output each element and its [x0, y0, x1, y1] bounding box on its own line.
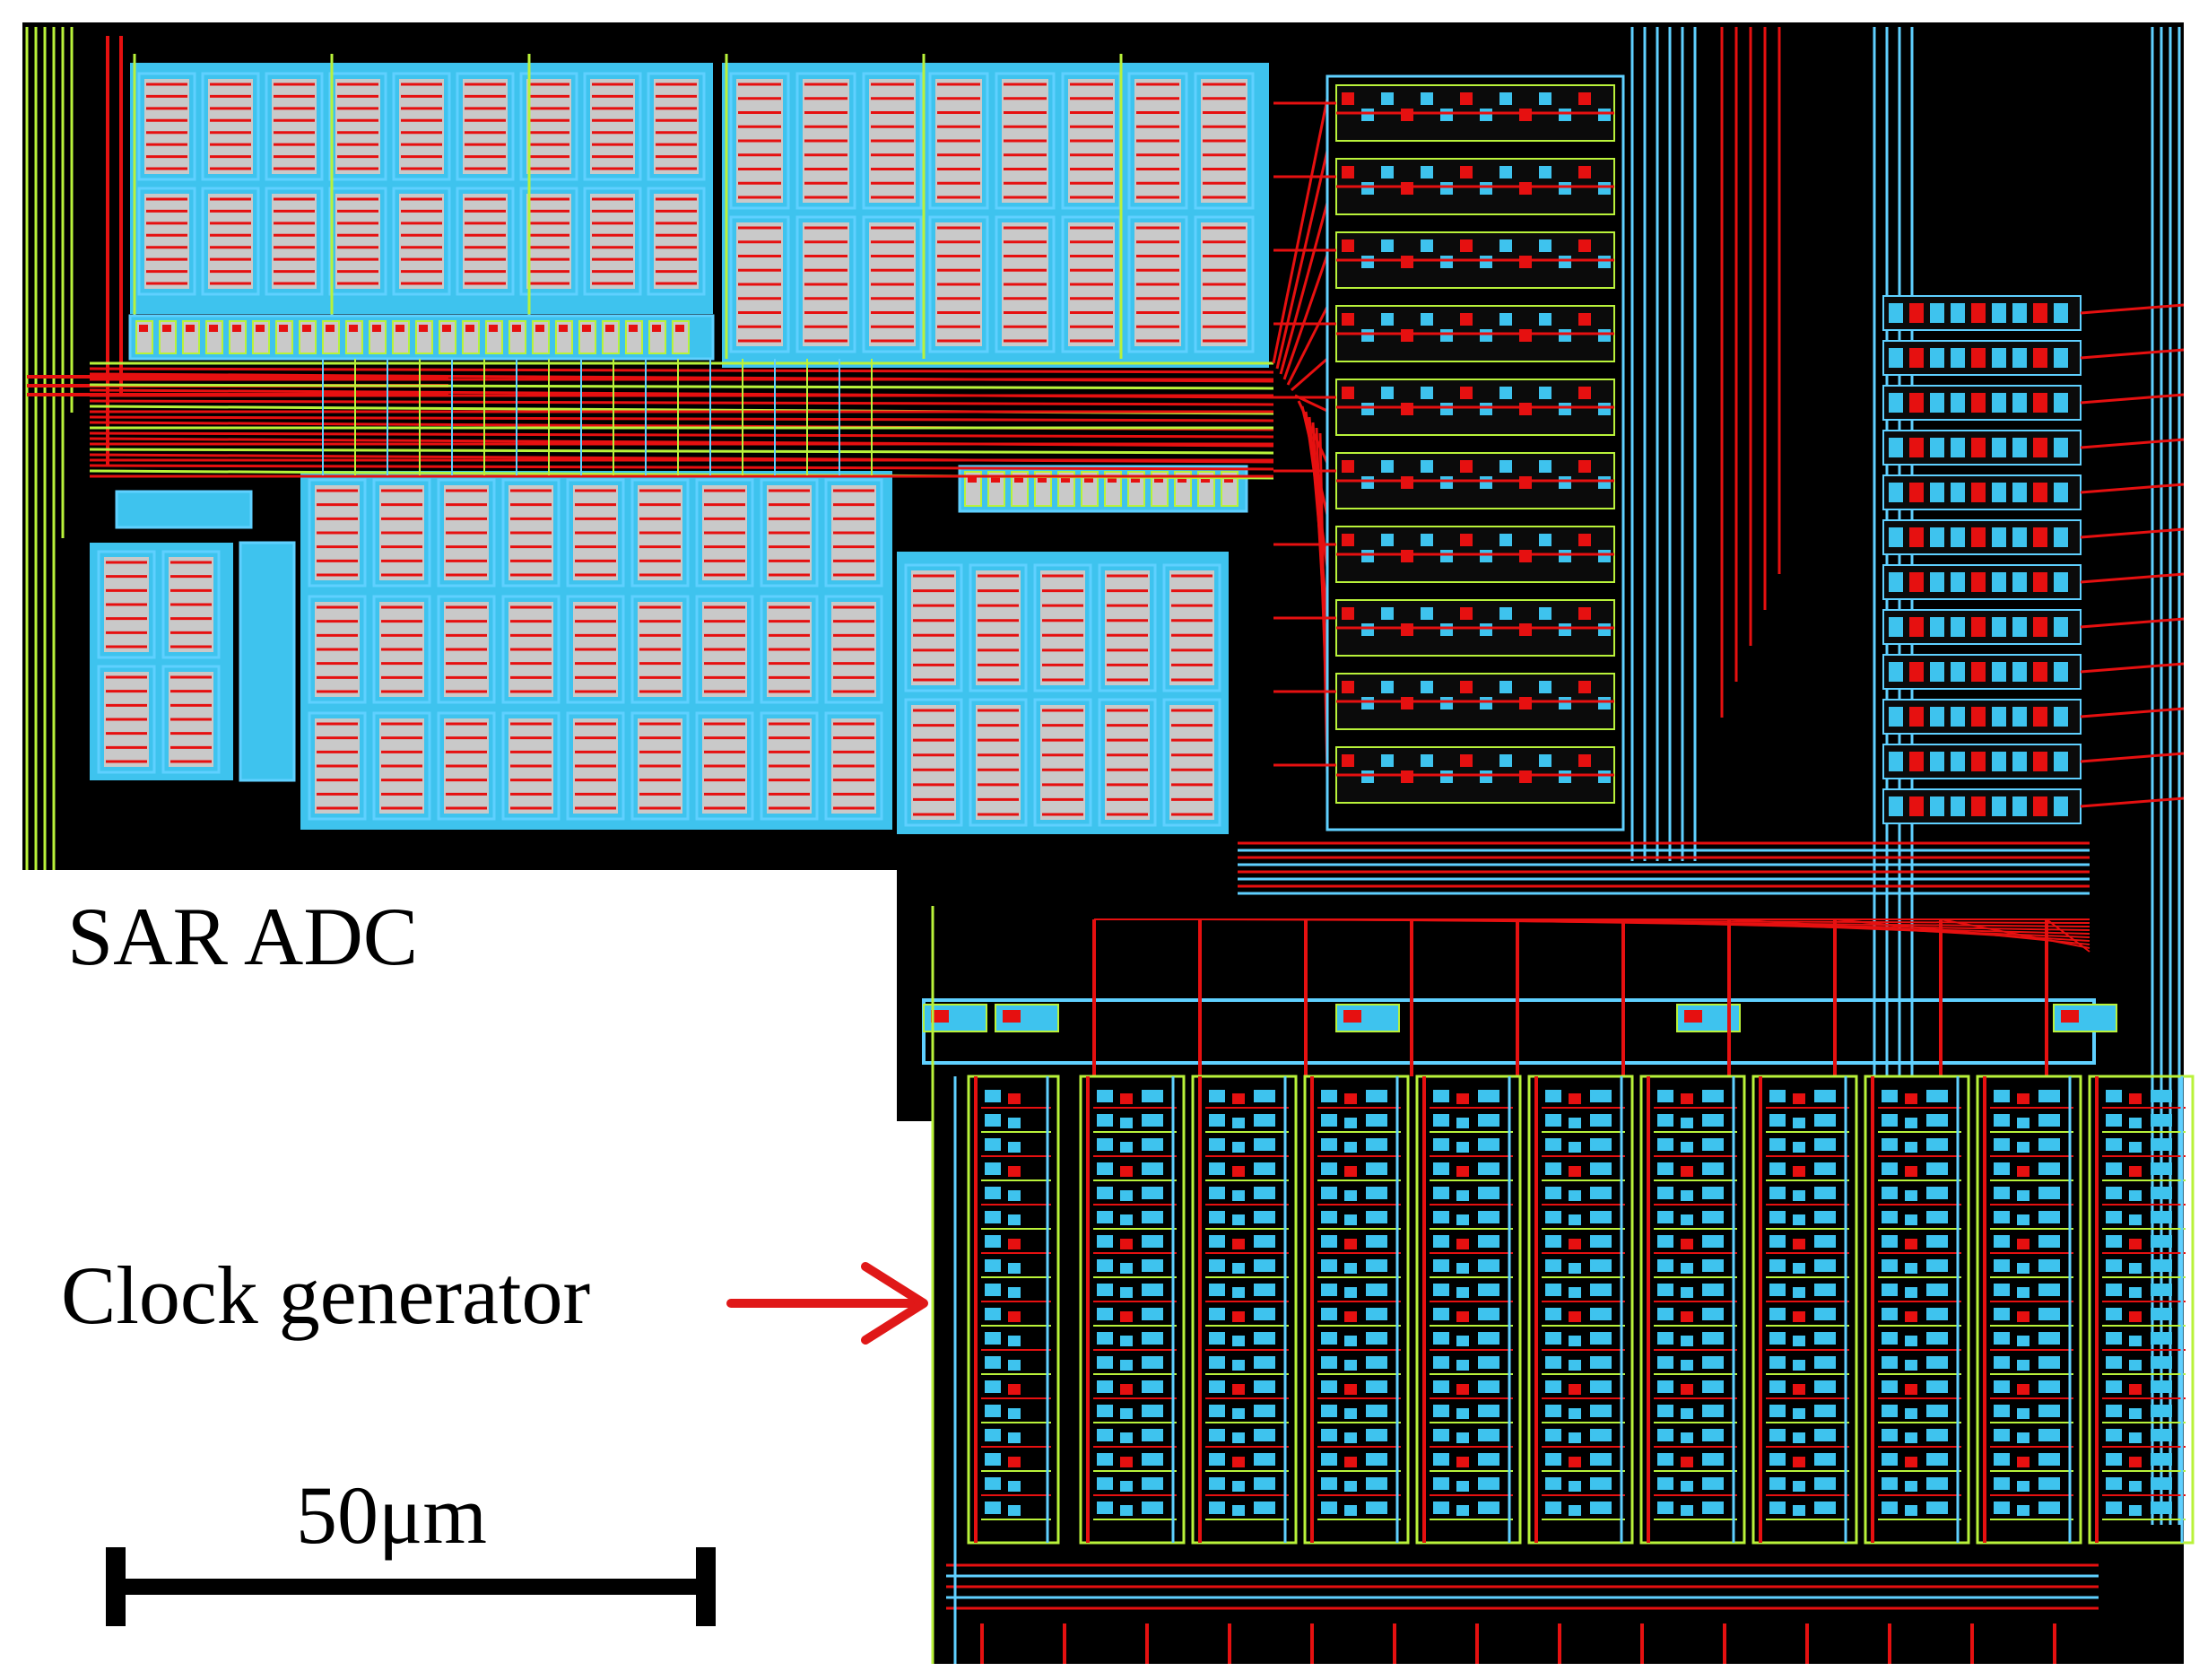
scale-bar — [106, 1547, 716, 1626]
arrow-icon — [726, 1262, 928, 1345]
switch-row-middle — [958, 465, 1248, 513]
scale-bar-label: 50μm — [296, 1469, 487, 1561]
vertical-buses — [1238, 27, 2181, 1525]
sar-logic-column — [1273, 74, 1625, 831]
capacitor-array-top — [130, 54, 1269, 368]
left-power-bus — [25, 27, 74, 870]
sar-adc-label: SAR ADC — [67, 891, 418, 982]
capacitor-array-middle — [300, 471, 1229, 834]
capacitor-array-left — [90, 490, 296, 782]
register-column — [1882, 295, 2185, 824]
clock-generator-label: Clock generator — [61, 1249, 590, 1341]
clock-generator-block — [922, 906, 2195, 1664]
dac-routing — [89, 98, 1329, 776]
switch-row-upper — [128, 314, 715, 361]
